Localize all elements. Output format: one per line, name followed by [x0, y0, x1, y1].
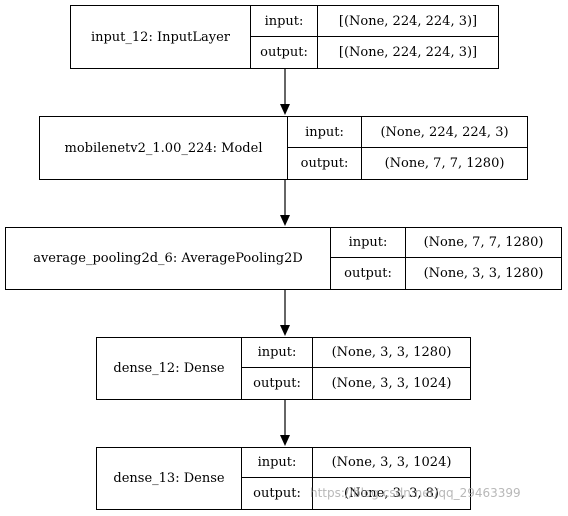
input-key: input:	[331, 228, 406, 258]
input-shape: (None, 3, 3, 1280)	[313, 338, 470, 368]
input-shape: (None, 3, 3, 1024)	[313, 448, 470, 478]
output-key: output:	[288, 148, 362, 179]
output-shape: (None, 3, 3, 1024)	[331, 376, 452, 391]
node-label: dense_13: Dense	[97, 448, 242, 509]
node-label: input_12: InputLayer	[71, 6, 251, 68]
node-label: average_pooling2d_6: AveragePooling2D	[6, 228, 331, 289]
edge-3-4	[280, 400, 290, 446]
input-key: input:	[288, 117, 362, 148]
edge-2-3	[280, 290, 290, 336]
input-shape: (None, 7, 7, 1280)	[406, 228, 561, 258]
node-dense-12: dense_12: Dense input: output: (None, 3,…	[96, 337, 471, 400]
node-average-pooling: average_pooling2d_6: AveragePooling2D in…	[5, 227, 562, 290]
output-shape: [(None, 224, 224, 3)]	[338, 45, 478, 60]
output-key: output:	[331, 258, 406, 289]
input-shape: (None, 224, 224, 3)	[362, 117, 527, 148]
watermark: https://blog.csdn.net/qq_29463399	[310, 486, 521, 500]
input-key: input:	[251, 6, 318, 37]
output-key: output:	[242, 368, 313, 399]
output-shape: (None, 3, 3, 1280)	[423, 266, 544, 281]
node-input-12: input_12: InputLayer input: output: [(No…	[70, 5, 499, 69]
edge-0-1	[280, 69, 290, 115]
output-key: output:	[251, 37, 318, 68]
output-shape: (None, 3, 3, 8)	[343, 486, 440, 501]
input-shape: [(None, 224, 224, 3)]	[318, 6, 498, 37]
output-shape: (None, 7, 7, 1280)	[384, 156, 505, 171]
input-key: input:	[242, 338, 313, 368]
output-key: output:	[242, 478, 313, 509]
node-dense-13: dense_13: Dense input: output: (None, 3,…	[96, 447, 471, 510]
node-label: mobilenetv2_1.00_224: Model	[40, 117, 288, 179]
edge-1-2	[280, 180, 290, 226]
node-label: dense_12: Dense	[97, 338, 242, 399]
node-mobilenetv2: mobilenetv2_1.00_224: Model input: outpu…	[39, 116, 528, 180]
input-key: input:	[242, 448, 313, 478]
